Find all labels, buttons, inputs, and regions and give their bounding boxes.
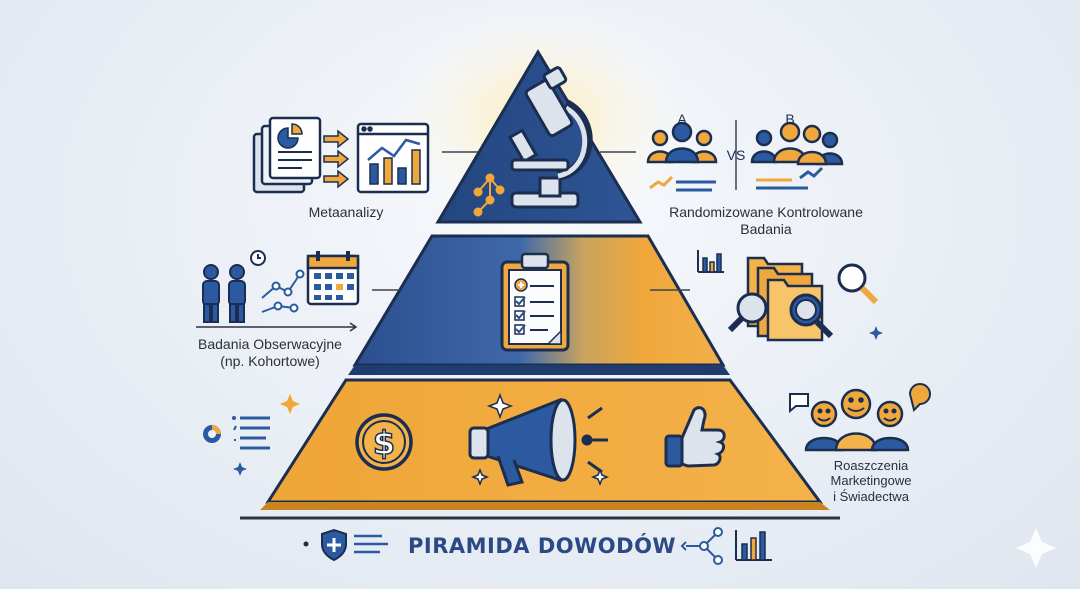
clipboard-checklist-icon [500,252,570,352]
sparkle-icon [869,326,883,340]
smiling-faces-icon [789,383,931,452]
dot-decoration [303,541,309,547]
molecule-icon [473,173,505,217]
trend-lines-icon [649,166,824,192]
rct-label: Randomizowane Kontrolowane Badania [669,204,863,237]
network-icon [680,527,723,565]
megaphone-icon [468,397,608,487]
pie-list-icon [203,416,270,450]
sparkle-icon [233,462,247,476]
line-chart-icon [356,122,430,194]
arrow-icon [323,129,350,189]
sparkle-icon [470,392,610,487]
metaanalysis-label: Metaanalizy [308,204,384,220]
bar-chart-icon [735,530,772,561]
sparkle-icon [1016,528,1056,568]
marketing-label: Roaszczenia Marketingowe i Świadectwa [830,458,912,504]
dollar-coin-icon: $ [355,413,413,471]
group-a-label: A [677,111,687,127]
svg-text:$: $ [373,424,395,462]
group-b-label: B [785,111,794,127]
axis-arrow [196,322,358,332]
people-group-icon [646,121,718,164]
observational-label: Badania Obserwacyjne (np. Kohortowe) [198,336,342,369]
calendar-icon [306,251,360,306]
page-title: PIRAMIDA DOWODÓW [408,534,677,558]
timeline-icon [261,269,305,313]
people-icon [202,264,246,323]
microscope-icon [507,66,593,209]
documents-icon [252,116,322,194]
people-group-icon [750,121,844,166]
bar-chart-icon [697,250,724,273]
versus-label: VS [727,147,746,163]
magnifier-icon [727,292,768,333]
magnifier-icon [837,263,879,305]
thumbs-up-icon [664,406,726,468]
shield-cross-icon [321,528,347,562]
list-lines-icon [354,534,388,554]
magnifier-icon [789,293,834,339]
clock-icon [250,250,266,266]
sparkle-icon [280,394,300,414]
